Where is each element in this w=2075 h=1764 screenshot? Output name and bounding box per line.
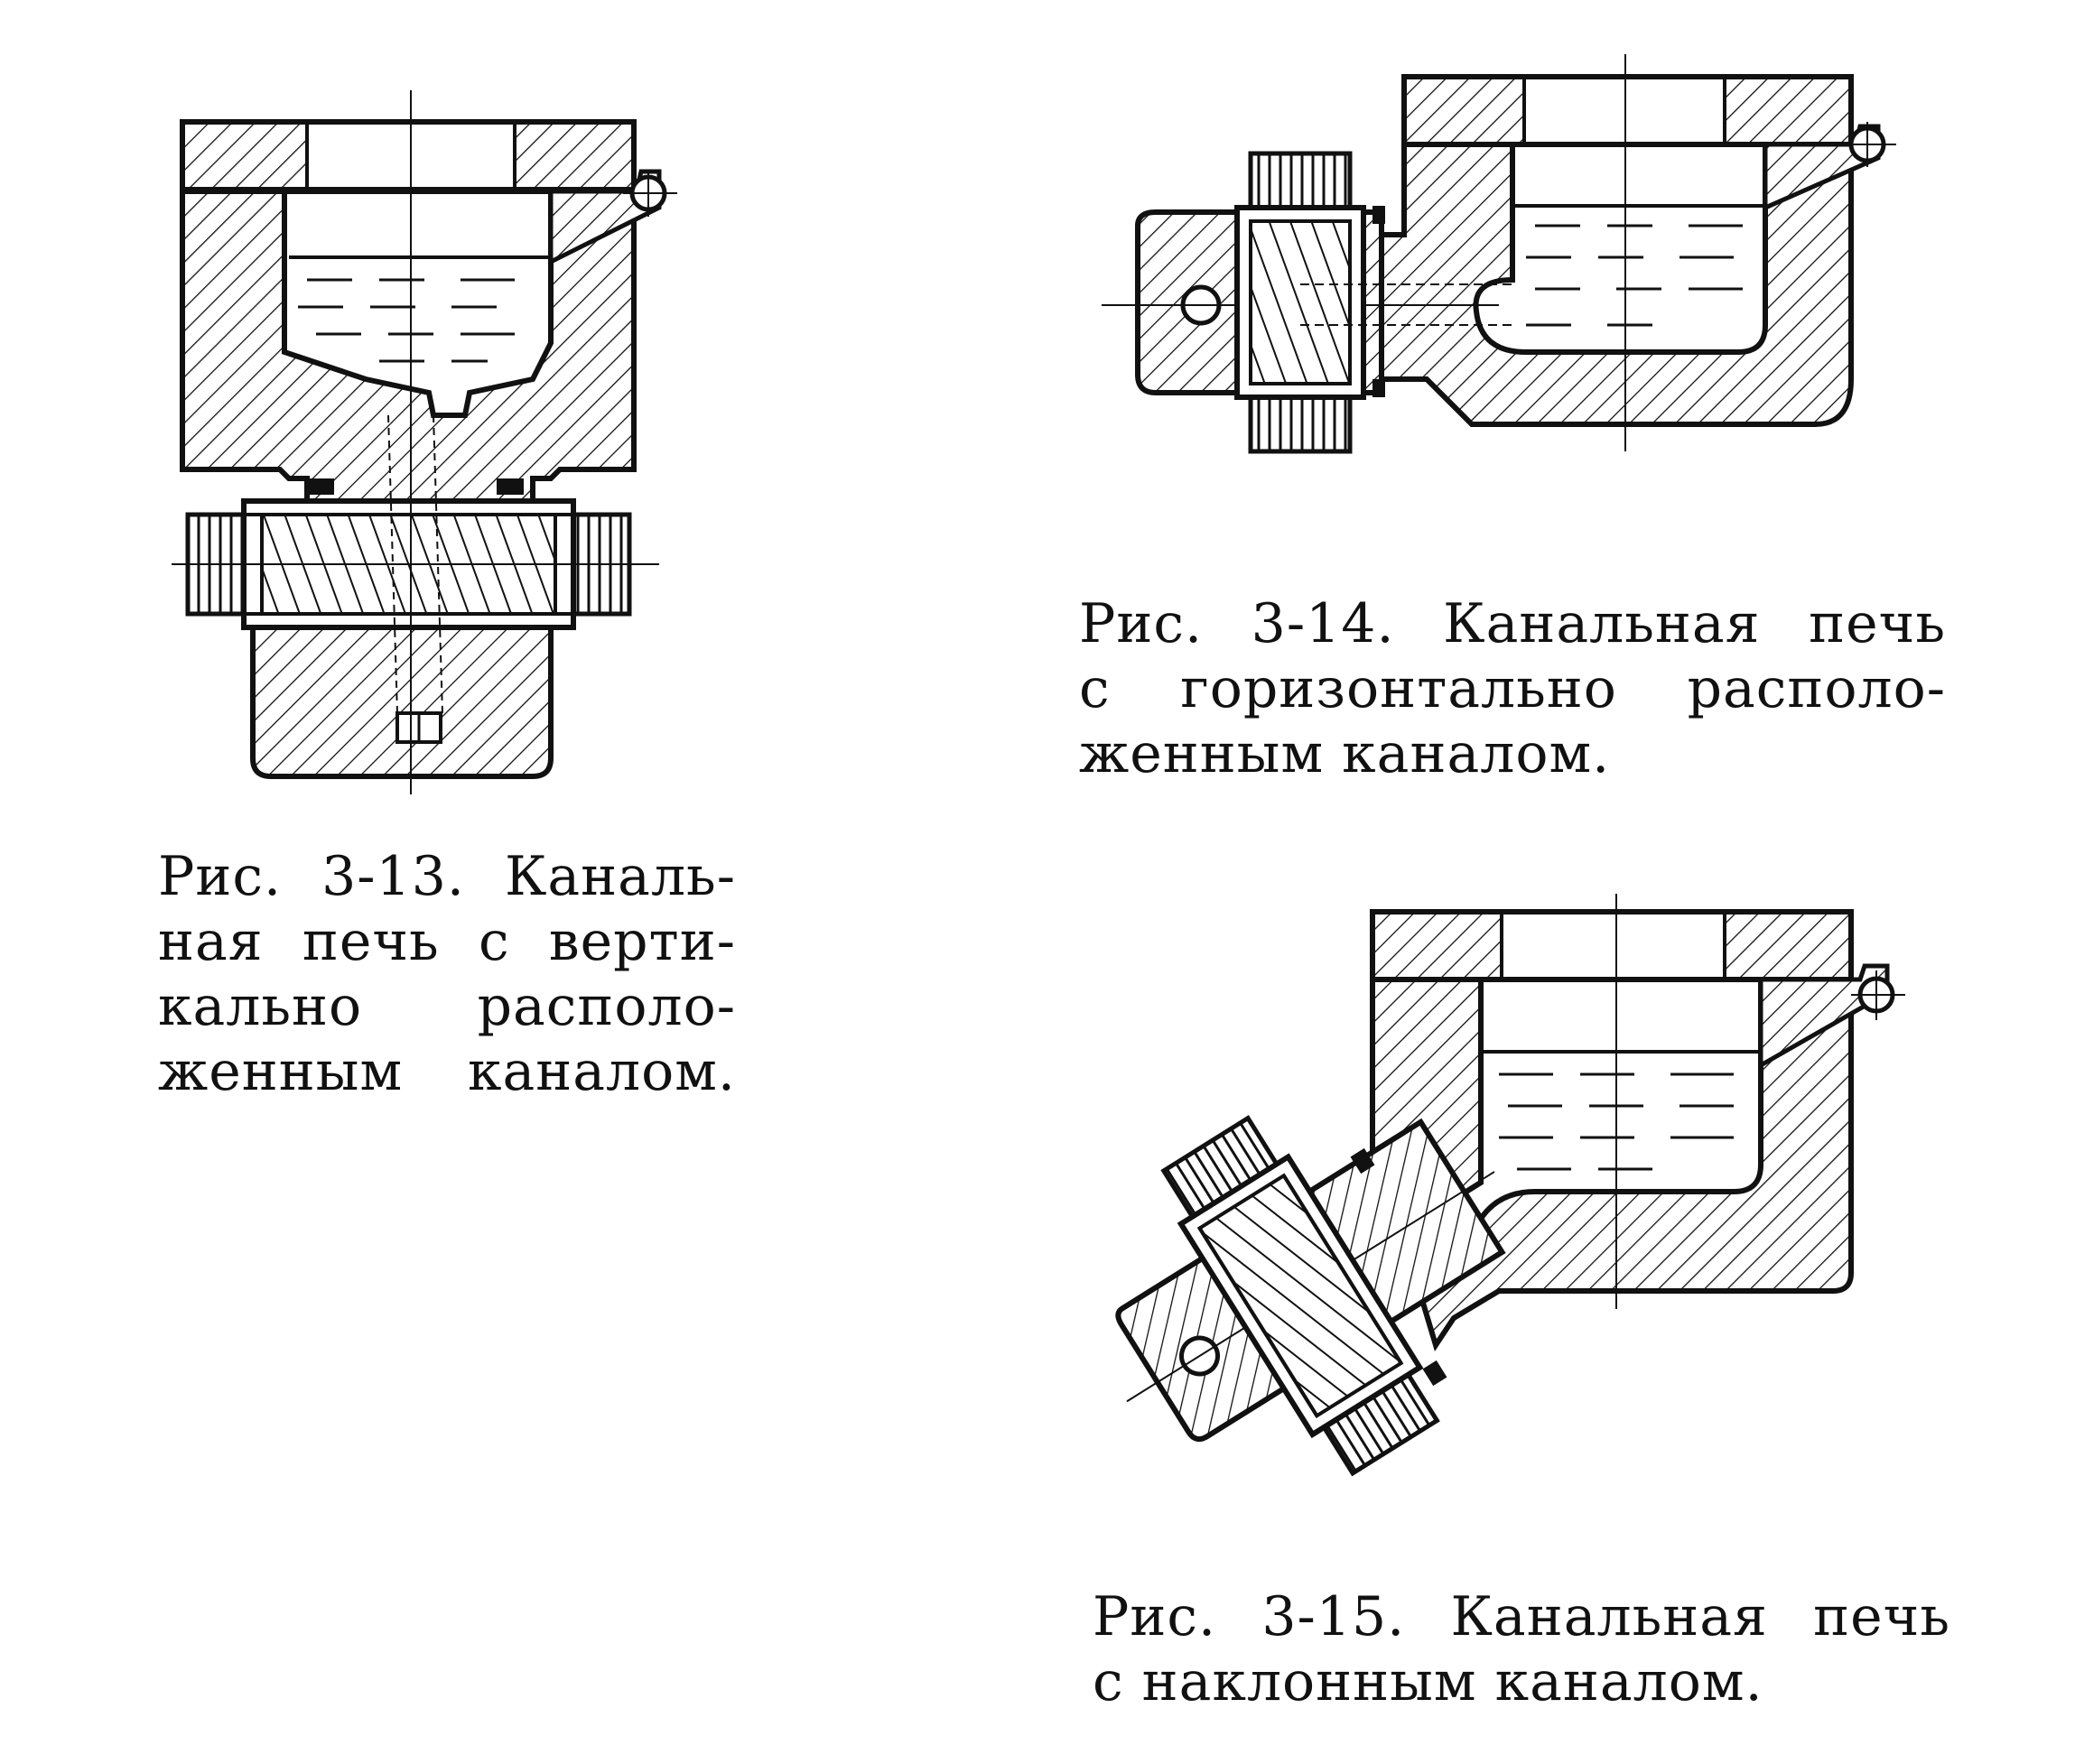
caption-line: ная печь с верти-	[158, 910, 736, 973]
furnace-body	[180, 169, 677, 517]
caption-fig-3-15: Рис. 3-15. Канальная печь с наклонным ка…	[1093, 1584, 1950, 1714]
figure-3-13	[172, 90, 731, 794]
furnace-body	[1370, 122, 1896, 427]
caption-line: Рис. 3-15. Канальная печь	[1093, 1585, 1950, 1648]
furnace-inclined-channel-drawing	[1115, 894, 1905, 1477]
caption-line: Рис. 3-14. Канальная печь	[1079, 592, 1946, 655]
lower-block	[250, 625, 554, 779]
lid	[1370, 909, 1854, 982]
axis-lines	[172, 90, 659, 794]
lid	[1401, 74, 1854, 147]
caption-line: с горизонтально располо-	[1079, 657, 1946, 720]
axis-lines	[1300, 54, 1626, 451]
figure-3-15	[1111, 894, 1968, 1490]
caption-line: с наклонным каналом.	[1093, 1650, 1763, 1713]
caption-fig-3-13: Рис. 3-13. Каналь- ная печь с верти- кал…	[158, 844, 736, 1104]
inclined-assembly	[1115, 1115, 1506, 1477]
furnace-body	[1370, 963, 1905, 1351]
caption-line: женным каналом.	[158, 1040, 736, 1103]
figure-3-14	[1102, 54, 1959, 478]
lid	[180, 119, 637, 192]
inductor	[1234, 151, 1385, 454]
caption-line: Рис. 3-13. Каналь-	[158, 845, 736, 908]
furnace-vertical-channel-drawing	[172, 90, 677, 794]
caption-line: кально располо-	[158, 975, 736, 1038]
caption-line: женным каналом.	[1079, 722, 1611, 785]
furnace-horizontal-channel-drawing	[1102, 54, 1896, 454]
caption-fig-3-14: Рис. 3-14. Канальная печь с горизонтальн…	[1079, 591, 1946, 786]
